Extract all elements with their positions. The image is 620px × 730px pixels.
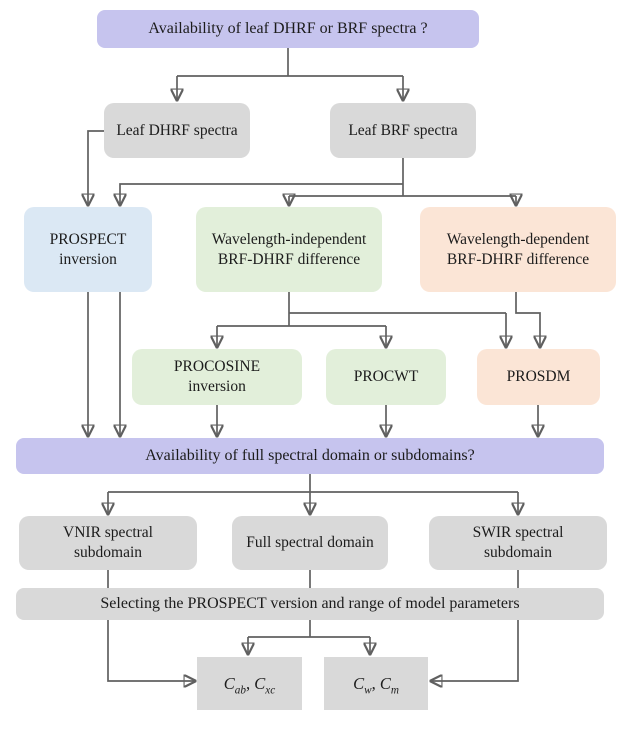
output-pigments-label: Cab, Cxc — [223, 673, 276, 697]
node-selecting-prospect-version: Selecting the PROSPECT version and range… — [16, 588, 604, 620]
node-full-domain: Full spectral domain — [232, 516, 388, 570]
node-prosdm: PROSDM — [477, 349, 600, 405]
node-prospect-inversion: PROSPECT inversion — [24, 207, 152, 292]
node-output-cw-cm: Cw, Cm — [324, 657, 428, 710]
node-swir-subdomain: SWIR spectral subdomain — [429, 516, 607, 570]
node-leaf-dhrf-spectra: Leaf DHRF spectra — [104, 103, 250, 158]
connector-dhrf-to-prospect — [88, 130, 104, 205]
output-water-matter-label: Cw, Cm — [353, 673, 399, 697]
node-vnir-subdomain: VNIR spectral subdomain — [19, 516, 197, 570]
node-procwt: PROCWT — [326, 349, 446, 405]
connector-vnir-to-out1 — [107, 620, 195, 681]
node-procosine-inversion: PROCOSINE inversion — [132, 349, 302, 405]
node-wavelength-independent-difference: Wavelength-independent BRF-DHRF differen… — [196, 207, 382, 292]
node-question-domain: Availability of full spectral domain or … — [16, 438, 604, 474]
connector-swir-to-out2 — [431, 620, 519, 681]
node-leaf-brf-spectra: Leaf BRF spectra — [330, 103, 476, 158]
node-question-spectra: Availability of leaf DHRF or BRF spectra… — [97, 10, 479, 48]
node-wavelength-dependent-difference: Wavelength-dependent BRF-DHRF difference — [420, 207, 616, 292]
node-output-cab-cxc: Cab, Cxc — [197, 657, 302, 710]
connector-brf-to-prospect — [120, 183, 403, 205]
connector-wldep-to-prosdm — [515, 292, 540, 347]
